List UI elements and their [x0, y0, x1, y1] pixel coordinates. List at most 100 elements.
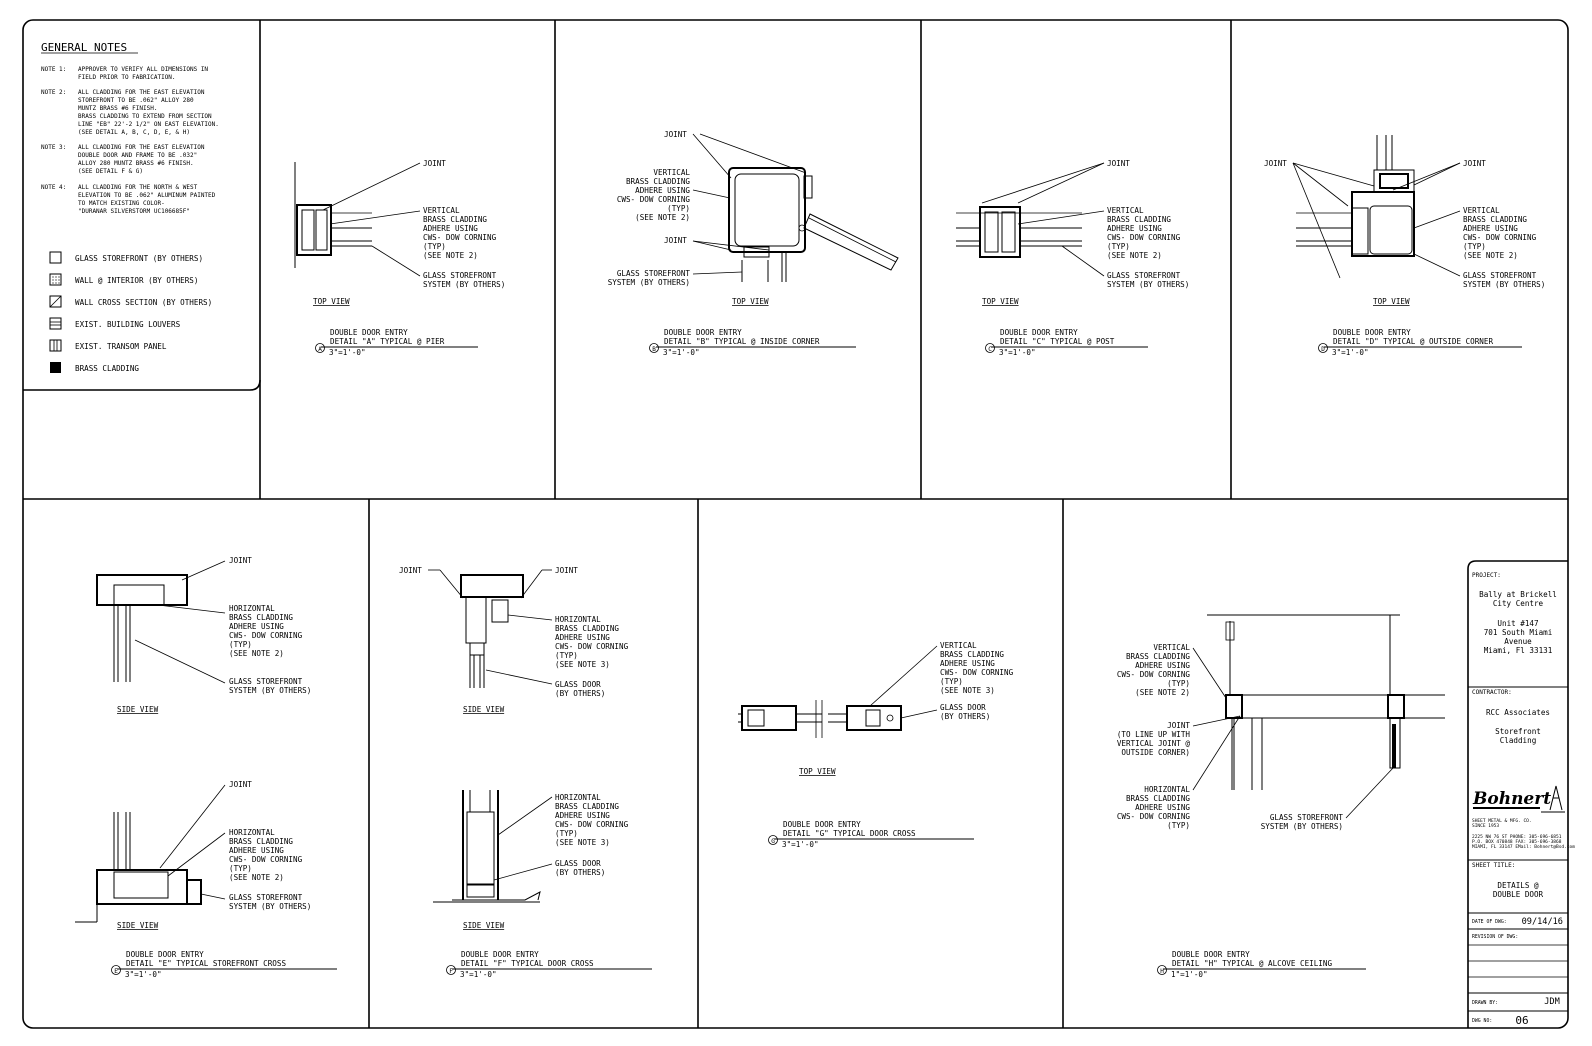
detail-b: JOINT VERTICAL BRASS CLADDING ADHERE USI… — [608, 130, 899, 357]
joint-label: JOINT — [229, 556, 252, 565]
detail-title: DOUBLE DOOR ENTRY — [1000, 328, 1078, 337]
view-label: SIDE VIEW — [117, 921, 159, 930]
detail-marker-letter: B — [652, 346, 656, 353]
cladding-label: HORIZONTAL — [229, 828, 275, 837]
project-label: PROJECT: — [1472, 572, 1501, 579]
cladding-label: ADHERE USING — [555, 633, 610, 642]
contractor-label: CONTRACTOR: — [1472, 689, 1512, 696]
cladding-label: BRASS CLADDING — [1126, 794, 1190, 803]
glass-label: SYSTEM (BY OTHERS) — [229, 686, 311, 695]
project-line: Unit #147 — [1497, 619, 1538, 628]
detail-marker — [985, 343, 995, 353]
view-label: TOP VIEW — [982, 297, 1019, 306]
note-1-line: APPROVER TO VERIFY ALL DIMENSIONS IN — [78, 66, 208, 73]
note-2-line: (SEE DETAIL A, B, C, D, E, & H) — [78, 129, 190, 136]
cladding-label: (SEE NOTE 2) — [1135, 688, 1190, 697]
cladding-label: BRASS CLADDING — [555, 802, 619, 811]
detail-title: DETAIL "F" TYPICAL DOOR CROSS — [461, 959, 594, 968]
note-1-label: NOTE 1: — [41, 66, 66, 73]
cladding-label: ADHERE USING — [229, 622, 284, 631]
legend-label: EXIST. BUILDING LOUVERS — [75, 320, 181, 329]
revision-label: REVISION OF DWG: — [1472, 934, 1518, 940]
contractor-line: Cladding — [1500, 736, 1537, 745]
detail-title: DETAIL "C" TYPICAL @ POST — [1000, 337, 1115, 346]
detail-marker — [649, 343, 659, 353]
glass-label: GLASS STOREFRONT — [1270, 813, 1344, 822]
glass-label: GLASS STOREFRONT — [1463, 271, 1537, 280]
note-3-line: ALLOY 280 MUNTZ BRASS #6 FINISH. — [78, 160, 194, 167]
date-label: DATE OF DWG: — [1472, 919, 1507, 925]
glass-label: GLASS STOREFRONT — [1107, 271, 1181, 280]
louver-square-icon — [49, 317, 62, 330]
contractor-line: Storefront — [1495, 727, 1541, 736]
project-line: Miami, Fl 33131 — [1484, 646, 1553, 655]
cladding-label: VERTICAL — [1107, 206, 1144, 215]
cladding-label: CWS- DOW CORNING — [1117, 670, 1191, 679]
detail-e: JOINT HORIZONTAL BRASS CLADDING ADHERE U… — [75, 556, 337, 979]
detail-c: JOINT VERTICAL BRASS CLADDING ADHERE USI… — [956, 159, 1189, 357]
glass-label: GLASS STOREFRONT — [229, 893, 303, 902]
detail-marker-letter: G — [771, 838, 775, 845]
detail-g-drawing — [738, 700, 902, 738]
legend: GLASS STOREFRONT (BY OTHERS) WALL @ INTE… — [49, 251, 212, 373]
cladding-label: BRASS CLADDING — [1126, 652, 1190, 661]
cladding-label: BRASS CLADDING — [940, 650, 1004, 659]
cladding-label: BRASS CLADDING — [1463, 215, 1527, 224]
view-label: TOP VIEW — [732, 297, 769, 306]
detail-title: DOUBLE DOOR ENTRY — [330, 328, 408, 337]
detail-title: DOUBLE DOOR ENTRY — [664, 328, 742, 337]
view-label: SIDE VIEW — [463, 705, 505, 714]
note-1-line: FIELD PRIOR TO FABRICATION. — [78, 74, 176, 81]
detail-c-drawing — [956, 206, 1082, 258]
cladding-label: (SEE NOTE 3) — [555, 660, 610, 669]
cladding-label: VERTICAL — [940, 641, 977, 650]
note-3-line: (SEE DETAIL F & G) — [78, 168, 143, 175]
cladding-label: CWS- DOW CORNING — [555, 820, 629, 829]
note-3-label: NOTE 3: — [41, 144, 66, 151]
joint-label: JOINT — [423, 159, 446, 168]
joint-label: JOINT — [229, 780, 252, 789]
cladding-label: (TYP) — [1107, 242, 1130, 251]
joint-label: (TO LINE UP WITH — [1117, 730, 1191, 739]
note-2-line: STOREFRONT TO BE .062" ALLOY 280 — [78, 97, 194, 104]
cladding-label: VERTICAL — [1153, 643, 1190, 652]
date-value: 09/14/16 — [1522, 917, 1563, 927]
view-label: SIDE VIEW — [463, 921, 505, 930]
joint-label: JOINT — [664, 236, 687, 245]
note-2-line: ALL CLADDING FOR THE EAST ELEVATION — [78, 89, 205, 96]
glass-label: GLASS STOREFRONT — [229, 677, 303, 686]
project-line: 701 South Miami — [1484, 628, 1553, 637]
detail-title: DOUBLE DOOR ENTRY — [1172, 950, 1250, 959]
detail-d-drawing — [1296, 135, 1415, 257]
glass-label: SYSTEM (BY OTHERS) — [1261, 822, 1343, 831]
detail-marker — [1157, 965, 1167, 975]
company-line: SINCE 1953 — [1472, 823, 1499, 829]
cladding-label: ADHERE USING — [635, 186, 690, 195]
cladding-label: (SEE NOTE 2) — [229, 649, 284, 658]
company-logo: Bohnert — [1472, 785, 1565, 813]
view-label: TOP VIEW — [313, 297, 350, 306]
dwg-no-value: 06 — [1515, 1014, 1528, 1027]
detail-marker-letter: A — [318, 346, 322, 353]
cladding-label: (TYP) — [229, 864, 252, 873]
cladding-label: (TYP) — [555, 829, 578, 838]
note-4-label: NOTE 4: — [41, 184, 66, 191]
cladding-label: BRASS CLADDING — [229, 837, 293, 846]
cladding-label: ADHERE USING — [1135, 803, 1190, 812]
note-4-line: ELEVATION TO BE .062" ALUMINUM PAINTED — [78, 192, 216, 199]
cladding-label: ADHERE USING — [1135, 661, 1190, 670]
cladding-label: (TYP) — [940, 677, 963, 686]
joint-label: JOINT — [1463, 159, 1486, 168]
detail-marker — [768, 835, 778, 845]
cladding-label: CWS- DOW CORNING — [1117, 812, 1191, 821]
project-line: Avenue — [1504, 637, 1532, 646]
cladding-label: VERTICAL — [423, 206, 460, 215]
cladding-label: HORIZONTAL — [555, 793, 601, 802]
note-2-line: BRASS CLADDING TO EXTEND FROM SECTION — [78, 113, 212, 120]
detail-marker-letter: F — [449, 968, 453, 975]
contractor-line: RCC Associates — [1486, 708, 1550, 717]
empty-square-icon — [49, 251, 62, 264]
detail-h-drawing — [1207, 614, 1445, 790]
joint-label: VERTICAL JOINT @ — [1117, 739, 1191, 748]
